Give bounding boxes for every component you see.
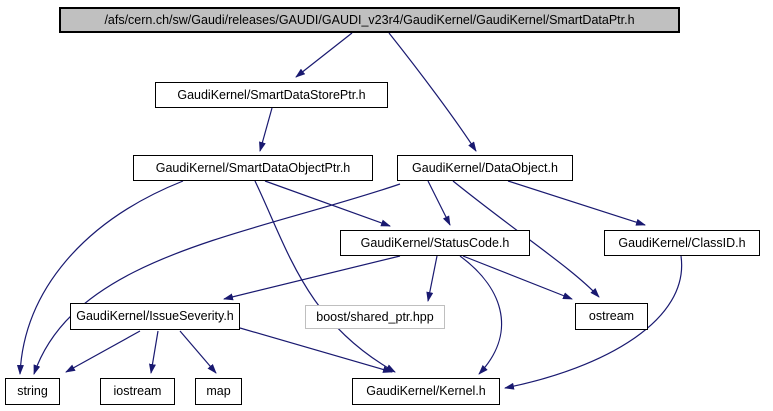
node-issueseverity[interactable]: GaudiKernel/IssueSeverity.h	[70, 303, 240, 330]
edge-statuscode-to-ostream	[462, 255, 573, 300]
edge-root-to-dataobject	[388, 32, 477, 152]
edge-dataobject-to-statuscode	[427, 180, 451, 226]
node-boost-shared-ptr: boost/shared_ptr.hpp	[305, 305, 445, 329]
edge-smartdataobjectptr-to-statuscode	[264, 180, 391, 227]
node-label: GaudiKernel/DataObject.h	[412, 160, 558, 175]
edge-smartdataobjectptr-to-string	[16, 180, 184, 375]
edge-issueseverity-to-iostream	[149, 330, 159, 374]
node-label: map	[206, 384, 231, 399]
node-label: string	[17, 384, 48, 399]
node-smartdataobjectptr[interactable]: GaudiKernel/SmartDataObjectPtr.h	[133, 155, 373, 181]
edge-smartdataobjectptr-to-kernel	[254, 180, 396, 373]
node-label: /afs/cern.ch/sw/Gaudi/releases/GAUDI/GAU…	[104, 12, 635, 27]
node-smartdatastoreptr[interactable]: GaudiKernel/SmartDataStorePtr.h	[155, 82, 388, 108]
node-iostream: iostream	[100, 378, 175, 405]
node-label: GaudiKernel/ClassID.h	[618, 235, 746, 250]
edge-dataobject-to-classid	[507, 180, 646, 226]
node-label: GaudiKernel/IssueSeverity.h	[76, 309, 234, 324]
edge-issueseverity-to-string	[65, 330, 141, 373]
node-label: GaudiKernel/StatusCode.h	[360, 235, 510, 250]
node-string: string	[5, 378, 60, 405]
edge-dataobject-to-ostream	[452, 180, 600, 298]
node-label: GaudiKernel/SmartDataObjectPtr.h	[155, 160, 351, 175]
node-dataobject[interactable]: GaudiKernel/DataObject.h	[397, 155, 573, 181]
edge-issueseverity-to-kernel	[239, 327, 393, 373]
edge-issueseverity-to-map	[179, 330, 217, 374]
node-statuscode[interactable]: GaudiKernel/StatusCode.h	[340, 230, 530, 256]
edge-statuscode-to-issueseverity	[223, 255, 401, 301]
node-label: ostream	[588, 309, 635, 324]
edge-dataobject-to-string	[33, 183, 401, 375]
edge-smartdatastoreptr-to-smartdataobjectptr	[259, 107, 273, 152]
node-smartdataptr-root: /afs/cern.ch/sw/Gaudi/releases/GAUDI/GAU…	[59, 7, 680, 33]
node-kernel[interactable]: GaudiKernel/Kernel.h	[352, 378, 500, 405]
node-label: iostream	[113, 384, 162, 399]
edge-classid-to-kernel	[504, 255, 683, 390]
node-label: GaudiKernel/SmartDataStorePtr.h	[177, 87, 366, 102]
node-map: map	[195, 378, 242, 405]
edge-statuscode-to-sharedptr	[426, 255, 438, 302]
edge-statuscode-to-kernel	[459, 255, 503, 375]
edge-root-to-smartdatastoreptr	[295, 32, 353, 78]
node-label: GaudiKernel/Kernel.h	[366, 384, 486, 399]
node-label: boost/shared_ptr.hpp	[316, 309, 434, 324]
node-classid[interactable]: GaudiKernel/ClassID.h	[604, 230, 760, 256]
node-ostream: ostream	[575, 303, 648, 330]
